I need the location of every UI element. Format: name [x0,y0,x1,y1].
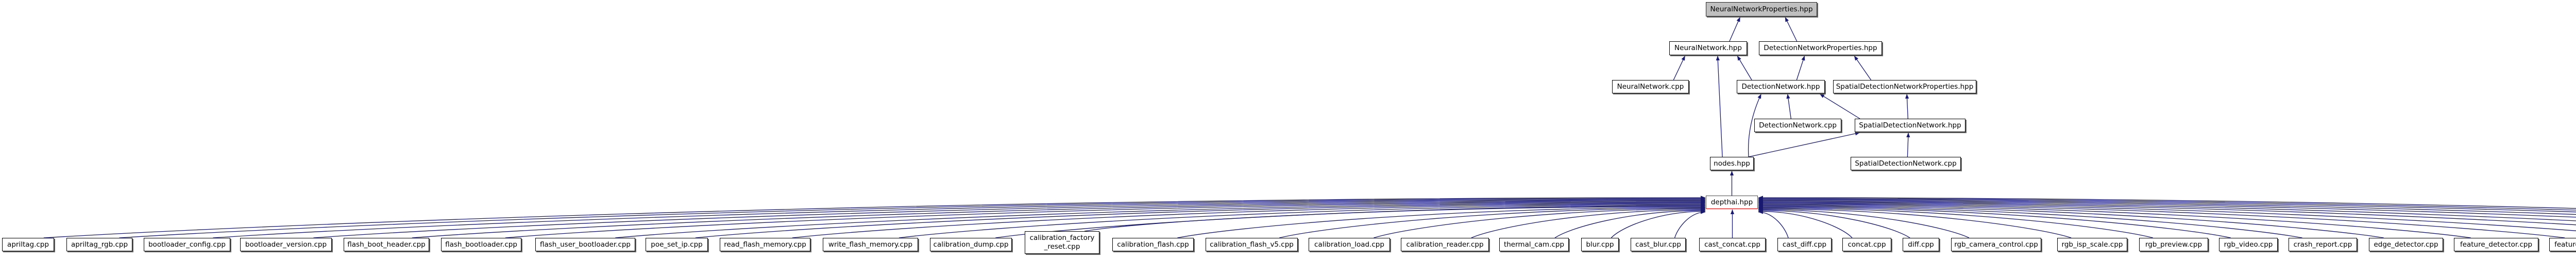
graph-node-calibration-load-cpp[interactable]: calibration_load.cpp [1309,238,1390,251]
graph-node-calibration-flash-v5-cpp[interactable]: calibration_flash_v5.cpp [1206,238,1298,251]
graph-node-bootloader-config-cpp[interactable]: bootloader_config.cpp [144,238,230,251]
graph-node-crash-report-cpp[interactable]: crash_report.cpp [2289,238,2357,251]
graph-node-thermal-cam-cpp[interactable]: thermal_cam.cpp [1499,238,1569,251]
graph-node-flash-bootloader-cpp[interactable]: flash_bootloader.cpp [441,238,521,251]
graph-node-cast-concat-cpp[interactable]: cast_concat.cpp [1699,238,1766,251]
graph-node-concat-cpp[interactable]: concat.cpp [1842,238,1891,251]
graph-node-detectionnetworkproperties-hpp[interactable]: DetectionNetworkProperties.hpp [1759,41,1882,55]
graph-node-feature-detector-cpp[interactable]: feature_detector.cpp [2454,238,2538,251]
graph-node-detectionnetwork-cpp[interactable]: DetectionNetwork.cpp [1754,119,1841,132]
graph-node-calibration-flash-cpp[interactable]: calibration_flash.cpp [1112,238,1194,251]
graph-node-bootloader-version-cpp[interactable]: bootloader_version.cpp [240,238,332,251]
graph-node-flash-boot-header-cpp[interactable]: flash_boot_header.cpp [344,238,429,251]
graph-node-calibration-dump-cpp[interactable]: calibration_dump.cpp [930,238,1012,251]
graph-node-diff-cpp[interactable]: diff.cpp [1903,238,1939,251]
graph-node-rgb-isp-scale-cpp[interactable]: rgb_isp_scale.cpp [2057,238,2127,251]
graph-node-spatialdetectionnetwork-hpp[interactable]: SpatialDetectionNetwork.hpp [1855,119,1965,132]
graph-node-depthai-hpp[interactable]: depthai.hpp [1706,196,1758,209]
graph-node-apriltag-cpp[interactable]: apriltag.cpp [2,238,54,251]
graph-node-rgb-preview-cpp[interactable]: rgb_preview.cpp [2139,238,2208,251]
graph-node-detectionnetwork-hpp[interactable]: DetectionNetwork.hpp [1737,80,1825,93]
graph-node-write-flash-memory-cpp[interactable]: write_flash_memory.cpp [823,238,918,251]
graph-node-cast-blur-cpp[interactable]: cast_blur.cpp [1631,238,1686,251]
graph-node-edge-detector-cpp[interactable]: edge_detector.cpp [2369,238,2443,251]
graph-node-cast-diff-cpp[interactable]: cast_diff.cpp [1777,238,1832,251]
graph-node-spatialdetectionnetwork-cpp[interactable]: SpatialDetectionNetwork.cpp [1851,157,1961,170]
graph-node-read-flash-memory-cpp[interactable]: read_flash_memory.cpp [720,238,810,251]
graph-node-rgb-camera-control-cpp[interactable]: rgb_camera_control.cpp [1951,238,2041,251]
graph-node-calibration-reader-cpp[interactable]: calibration_reader.cpp [1401,238,1489,251]
graph-node-calibration-factory-reset-cpp[interactable]: calibration_factory _reset.cpp [1025,231,1099,254]
graph-node-neuralnetwork-cpp[interactable]: NeuralNetwork.cpp [1612,80,1689,93]
graph-node-spatialdetectionnetworkproperties-hpp[interactable]: SpatialDetectionNetworkProperties.hpp [1833,80,1976,93]
graph-node-blur-cpp[interactable]: blur.cpp [1581,238,1619,251]
graph-node-nodes-hpp[interactable]: nodes.hpp [1710,157,1754,170]
graph-node-neuralnetworkproperties-hpp[interactable]: NeuralNetworkProperties.hpp [1706,2,1817,17]
graph-node-flash-user-bootloader-cpp[interactable]: flash_user_bootloader.cpp [535,238,635,251]
graph-node-neuralnetwork-hpp[interactable]: NeuralNetwork.hpp [1669,41,1747,55]
graph-node-rgb-video-cpp[interactable]: rgb_video.cpp [2219,238,2278,251]
graph-node-feature-tracker-cpp[interactable]: feature_tracker.cpp [2549,238,2576,251]
graph-node-apriltag-rgb-cpp[interactable]: apriltag_rgb.cpp [66,238,132,251]
graph-node-poe-set-ip-cpp[interactable]: poe_set_ip.cpp [646,238,708,251]
